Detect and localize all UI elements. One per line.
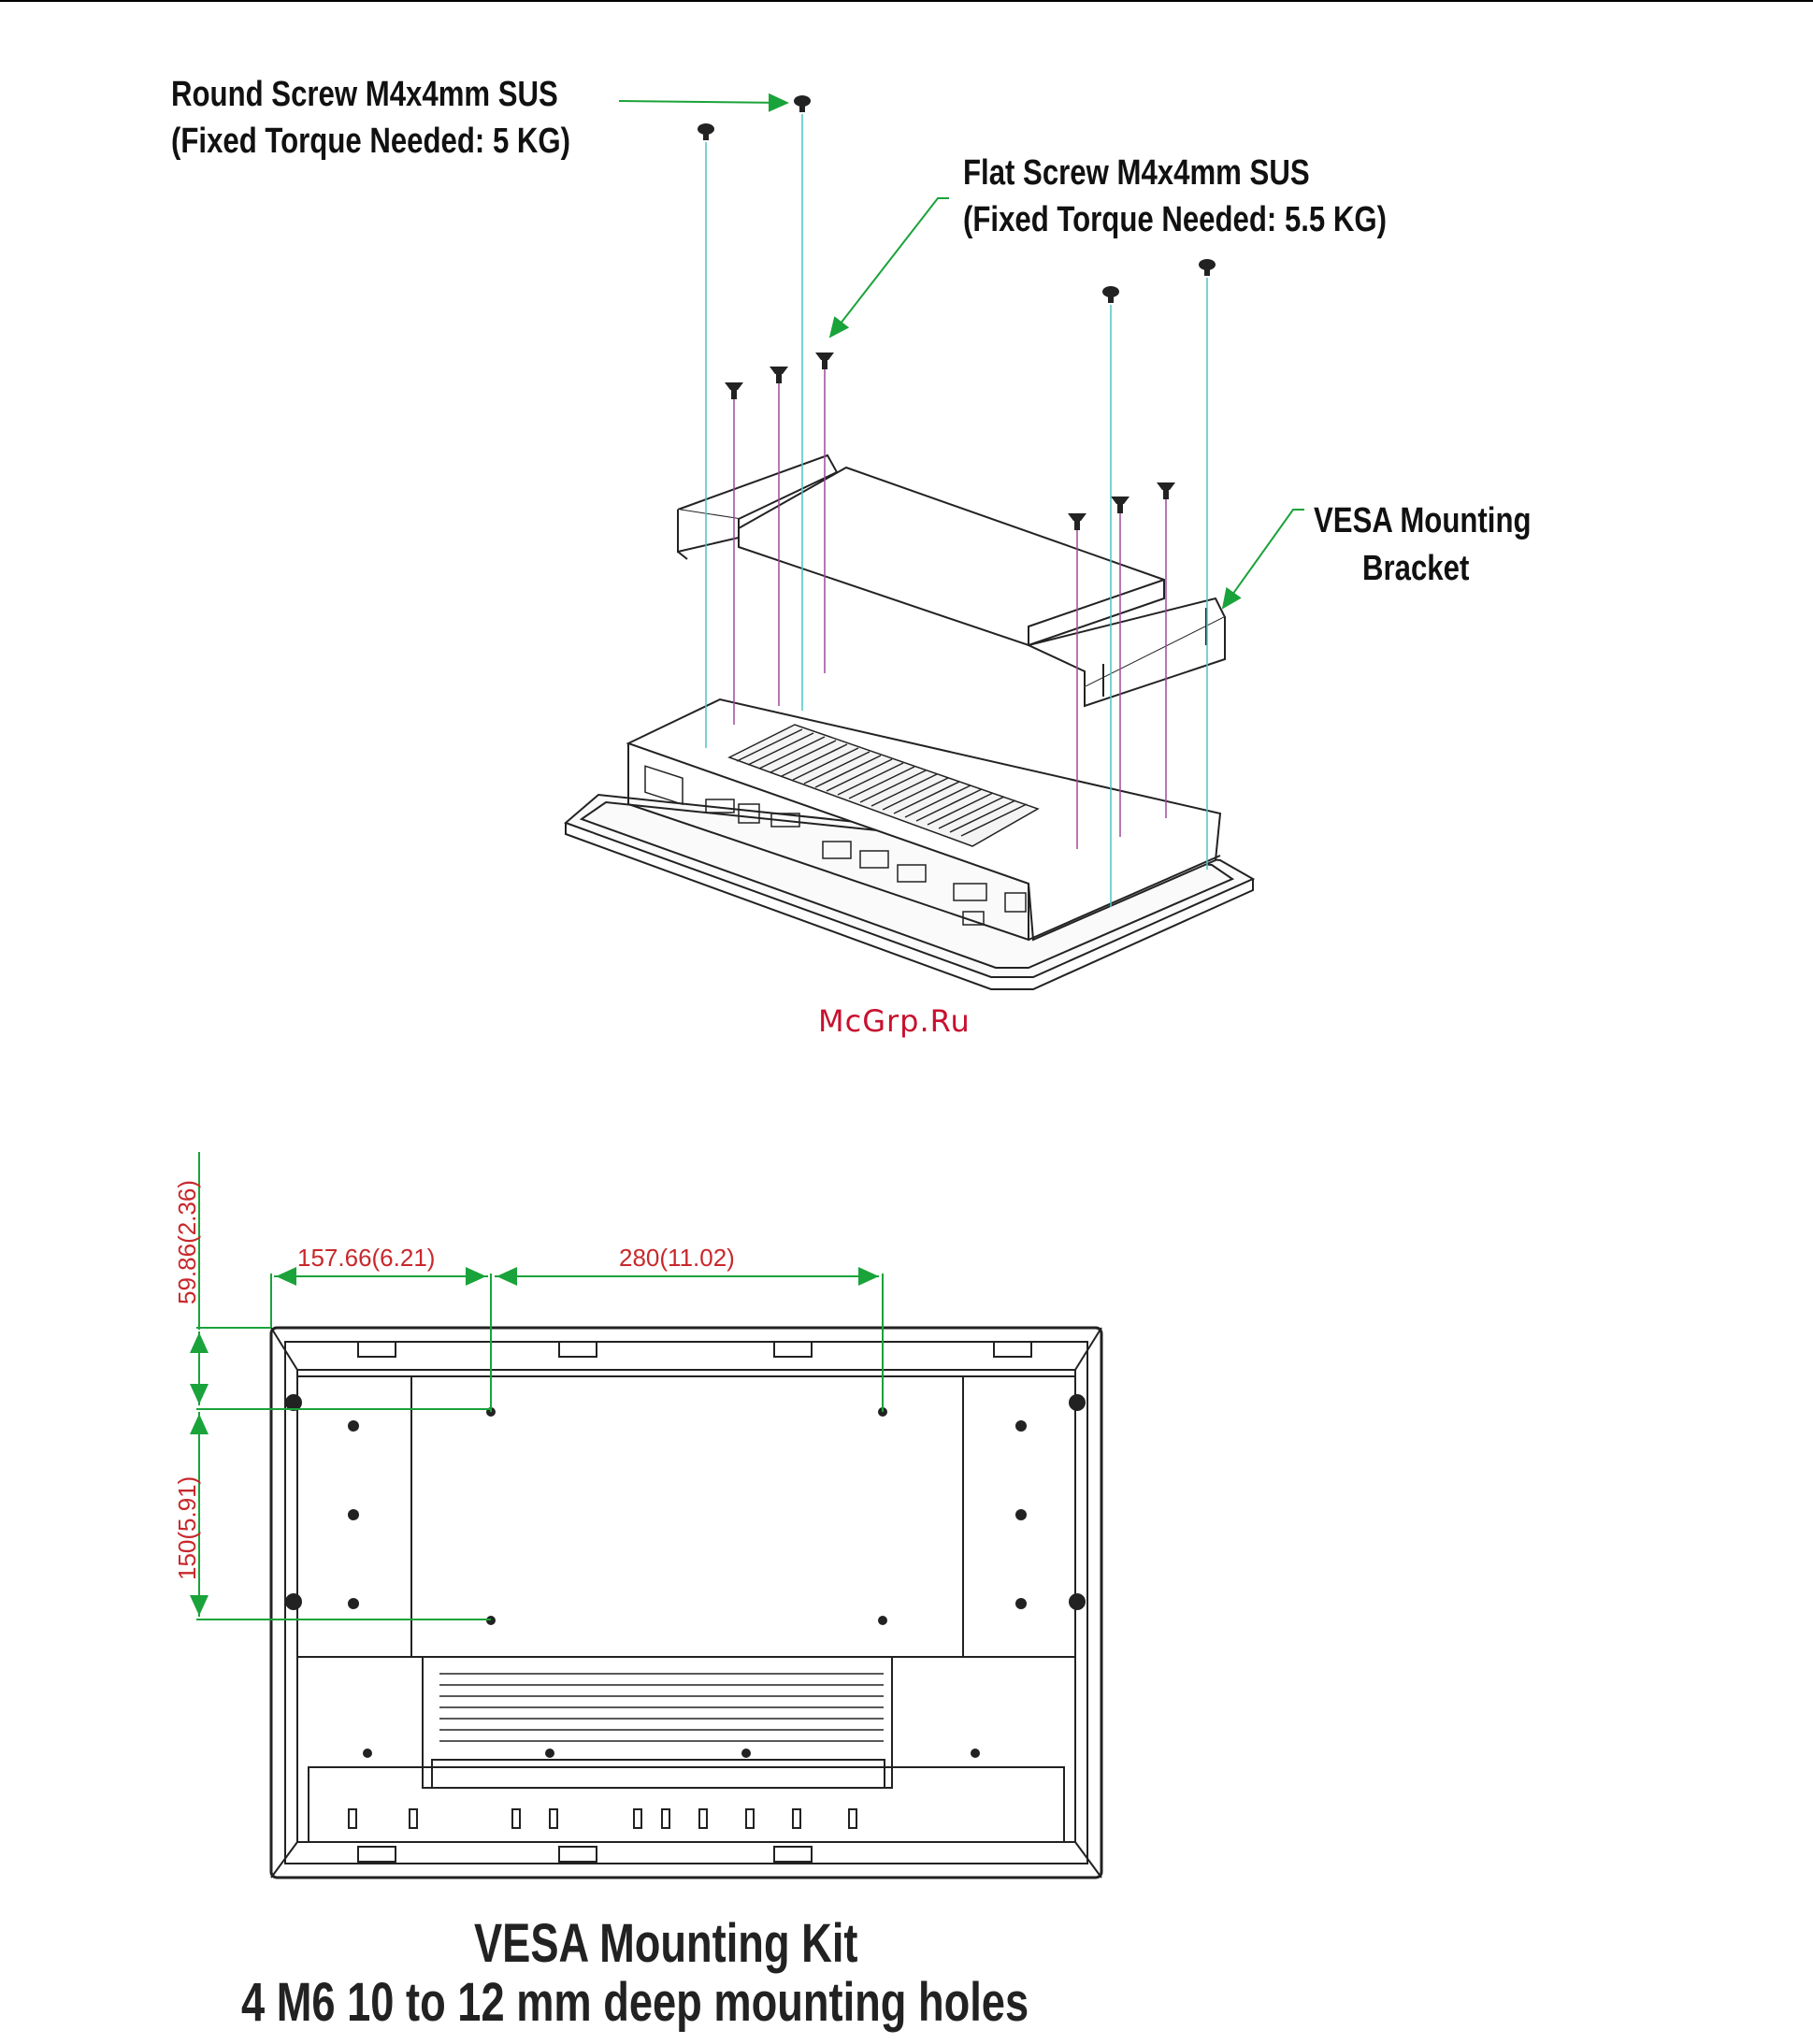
- flat-screw: [725, 382, 743, 399]
- bracket-arrow: [1223, 510, 1304, 608]
- round-screw-label-line1: Round Screw M4x4mm SUS: [171, 71, 558, 118]
- flat-screw: [1111, 497, 1130, 513]
- round-screw-label-line2: (Fixed Torque Needed: 5 KG): [171, 118, 570, 165]
- dimension-top-right: 280(11.02): [619, 1244, 735, 1273]
- flat-screw: [815, 353, 834, 369]
- outer-bezel: [271, 1328, 1101, 1878]
- flat-screw-label-line2: (Fixed Torque Needed: 5.5 KG): [963, 196, 1387, 243]
- round-screw: [698, 123, 714, 140]
- flat-screw: [1068, 513, 1086, 530]
- rear-view-holes: [285, 1394, 1086, 1758]
- watermark: McGrp.Ru: [818, 1003, 971, 1039]
- caption-subtitle: 4 M6 10 to 12 mm deep mounting holes: [241, 1971, 1029, 2034]
- flat-screw: [1157, 482, 1175, 499]
- flat-screw-label-line1: Flat Screw M4x4mm SUS: [963, 150, 1310, 196]
- round-screw: [794, 95, 811, 112]
- dimension-left-upper: 59.86(2.36): [173, 1180, 202, 1304]
- flat-screw: [770, 367, 788, 383]
- bracket-label-line2: Bracket: [1362, 545, 1469, 592]
- round-screw-arrow: [619, 101, 787, 103]
- dimension-top-left: 157.66(6.21): [297, 1244, 435, 1273]
- vesa-plate: [411, 1376, 963, 1657]
- bracket-label-line1: VESA Mounting: [1314, 497, 1532, 544]
- dimension-left-lower: 150(5.91): [173, 1476, 202, 1580]
- assembly-drawing: [566, 455, 1253, 989]
- round-screw: [1102, 286, 1119, 303]
- dimension-lines: [196, 1152, 883, 1619]
- round-screw: [1199, 259, 1216, 276]
- back-cover: [297, 1370, 1075, 1842]
- caption-title: VESA Mounting Kit: [474, 1912, 857, 1975]
- flat-screw-arrow: [830, 198, 949, 337]
- rear-view-drawing: [271, 1328, 1101, 1878]
